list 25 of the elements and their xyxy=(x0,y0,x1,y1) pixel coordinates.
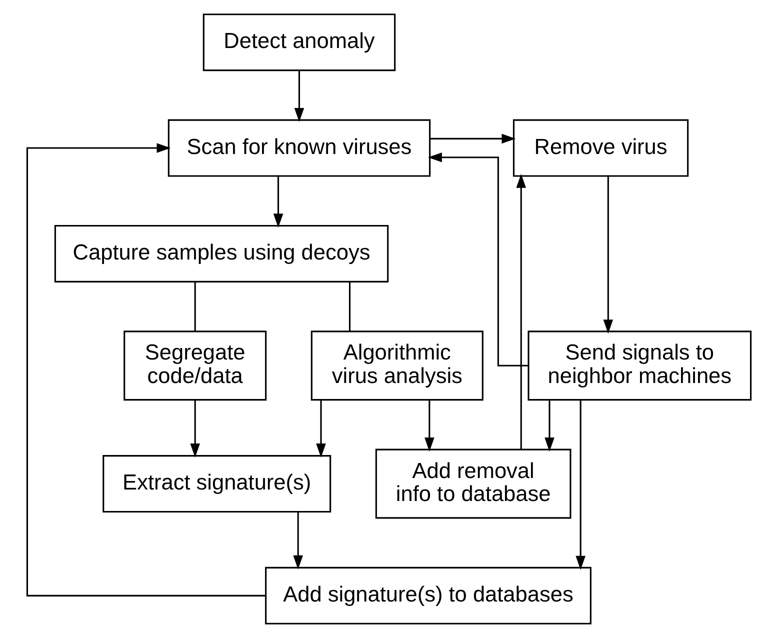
connector xyxy=(348,282,351,332)
arrow xyxy=(190,400,200,458)
arrow xyxy=(576,400,586,570)
arrow xyxy=(26,143,266,596)
node-box: Add signature(s) to databases xyxy=(265,566,592,624)
node-box: Segregate code/data xyxy=(124,330,267,401)
arrow xyxy=(273,176,284,228)
node-box: Extract signature(s) xyxy=(102,455,332,513)
arrow xyxy=(603,176,614,334)
node-box: Detect anomaly xyxy=(202,14,396,72)
arrow xyxy=(428,152,528,366)
arrow xyxy=(424,400,434,452)
arrow xyxy=(316,400,326,458)
node-box: Remove virus xyxy=(512,119,689,177)
arrow xyxy=(544,400,554,452)
arrow xyxy=(516,174,526,450)
node-box: Add removal info to database xyxy=(375,448,572,519)
arrow xyxy=(294,70,304,122)
node-box: Capture samples using decoys xyxy=(54,224,389,282)
arrow xyxy=(293,512,303,570)
node-box: Scan for known viruses xyxy=(168,119,431,177)
node-box: Algorithmic virus analysis xyxy=(310,330,484,401)
node-box: Send signals to neighbor machines xyxy=(528,330,752,401)
connector xyxy=(194,282,196,332)
arrow xyxy=(430,134,516,144)
